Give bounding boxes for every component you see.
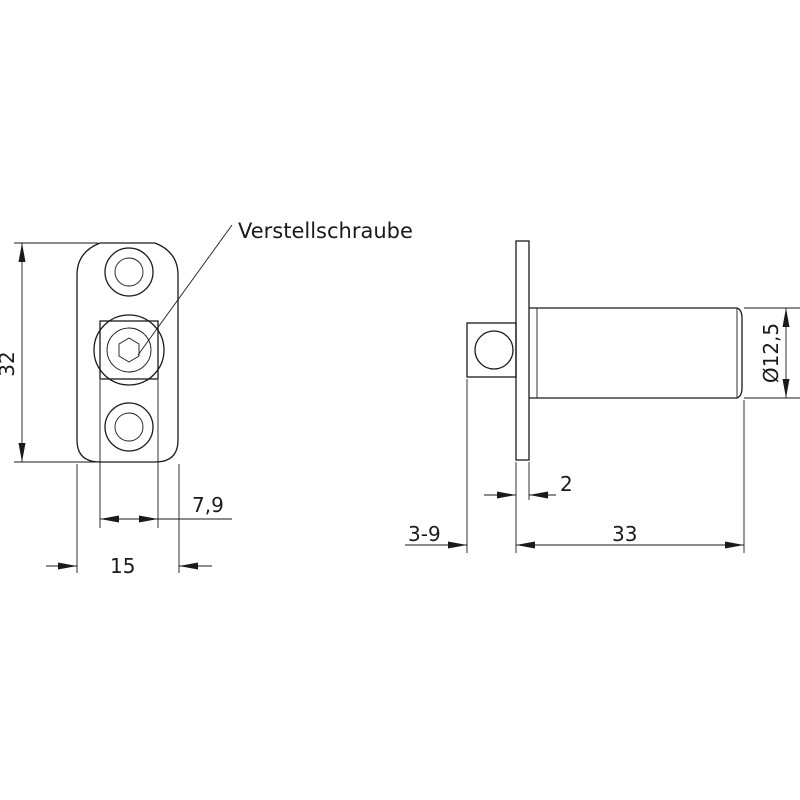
- dimension-width: 15: [46, 464, 212, 578]
- roller-icon: [474, 330, 514, 370]
- top-mounting-hole: [104, 247, 154, 297]
- dimension-length: 33: [516, 400, 745, 553]
- side-view: [466, 240, 743, 461]
- dimension-adjust-range: 3-9: [405, 379, 468, 553]
- dimension-flange-thickness-label: 2: [560, 472, 573, 496]
- flange-plate: [515, 240, 530, 461]
- adjustment-screw-body: [93, 314, 165, 386]
- hex-socket-icon: [118, 337, 140, 363]
- dimension-diameter-label: Ø12,5: [759, 323, 783, 383]
- dimension-width-label: 15: [110, 554, 135, 578]
- callout-leader: [137, 224, 233, 356]
- dimension-adjust-range-label: 3-9: [408, 522, 441, 546]
- dimension-screw-offset: 7,9: [99, 380, 232, 528]
- cylinder-body: [529, 307, 743, 399]
- dimension-height-label: 32: [0, 351, 19, 376]
- callout-label: Verstellschraube: [238, 219, 413, 243]
- dimension-flange-thickness: 2: [484, 462, 573, 553]
- mounting-plate-outline: [76, 242, 179, 463]
- dimension-diameter: Ø12,5: [744, 307, 800, 399]
- dimension-height: 32: [0, 242, 98, 463]
- roller-housing: [466, 322, 517, 378]
- dimension-length-label: 33: [612, 522, 637, 546]
- front-view: Verstellschraube: [76, 219, 413, 463]
- bottom-mounting-hole: [104, 402, 154, 452]
- dimension-screw-offset-label: 7,9: [192, 493, 224, 517]
